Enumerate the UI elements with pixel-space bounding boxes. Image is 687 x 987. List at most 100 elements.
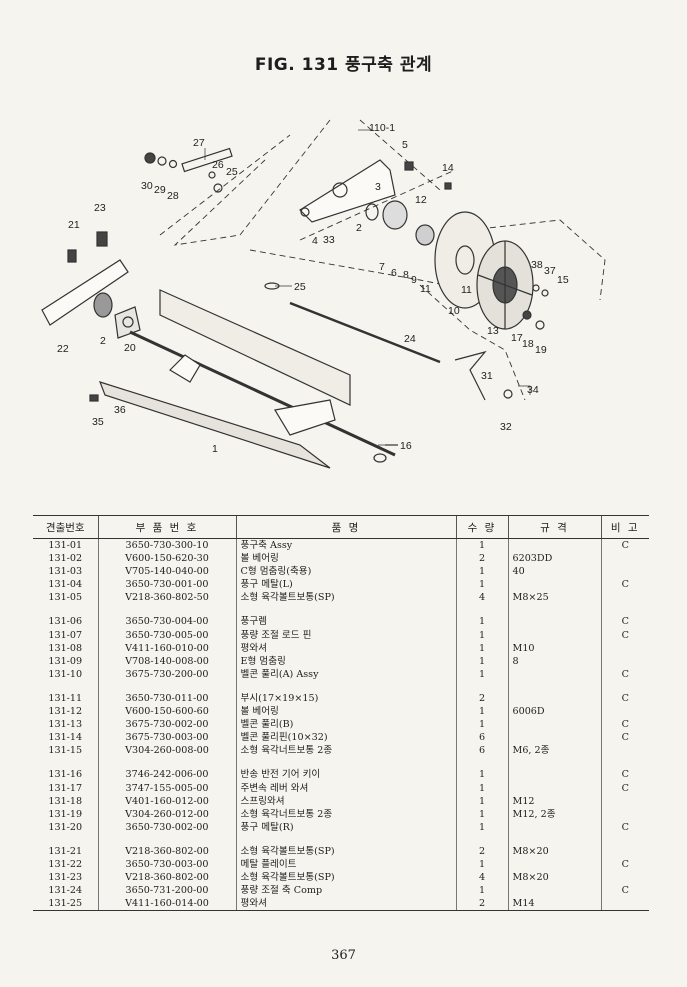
row-part-name: 평와셔 bbox=[235, 641, 456, 655]
row-index-no: 131-15 bbox=[48, 745, 83, 757]
svg-text:2: 2 bbox=[100, 335, 106, 347]
row-part-no: V218-360-802-00 bbox=[97, 871, 236, 885]
row-part-name: 풍구 메탈(L) bbox=[235, 578, 456, 592]
row-note bbox=[600, 897, 649, 912]
row-part-name: E형 멈춤링 bbox=[235, 654, 456, 668]
row-index-no: 131-24 bbox=[48, 885, 83, 897]
table-header-row: 견출번호 부 품 번 호 품 명 수 량 규 격 비 고 bbox=[33, 515, 649, 539]
row-part-name: 풍구렘 bbox=[235, 615, 456, 629]
row-part-no: 3650-730-002-00 bbox=[97, 820, 236, 834]
row-note: C bbox=[600, 820, 649, 834]
svg-text:9: 9 bbox=[411, 274, 417, 286]
row-part-name: C형 멈춤링(축용) bbox=[235, 565, 456, 579]
row-spec bbox=[507, 578, 601, 592]
row-index-no: 131-02 bbox=[48, 553, 83, 565]
svg-text:1: 1 bbox=[212, 443, 218, 455]
row-part-no: V218-360-802-50 bbox=[97, 591, 236, 605]
row-note bbox=[600, 807, 649, 821]
row-part-no: 3746-242-006-00 bbox=[97, 768, 236, 782]
row-spec bbox=[507, 615, 601, 629]
row-part-no: V705-140-040-00 bbox=[97, 565, 236, 579]
svg-text:33: 33 bbox=[323, 234, 335, 246]
svg-text:4: 4 bbox=[312, 235, 318, 247]
svg-text:27: 27 bbox=[193, 137, 205, 149]
row-quantity: 1 bbox=[455, 615, 508, 629]
row-part-no: V600-150-620-30 bbox=[97, 552, 236, 566]
row-spec: M8×20 bbox=[507, 844, 601, 858]
callout-numbers: 110-1 27 26 25 30 29 28 5 14 3 12 23 21 … bbox=[57, 122, 569, 455]
row-part-name: 소형 육각볼트보통(SP) bbox=[235, 591, 456, 605]
row-index-no: 131-25 bbox=[33, 897, 98, 912]
row-part-name: 소형 육각볼트보통(SP) bbox=[235, 844, 456, 858]
row-part-name: 평와셔 bbox=[235, 897, 456, 912]
row-note bbox=[600, 641, 649, 655]
row-quantity: 1 bbox=[455, 654, 508, 668]
svg-text:12: 12 bbox=[415, 194, 427, 206]
row-index-no: 131-09 bbox=[48, 655, 83, 667]
row-note bbox=[600, 744, 649, 758]
row-index-no: 131-19 bbox=[48, 808, 83, 820]
row-part-name: 메탈 플레이트 bbox=[235, 857, 456, 872]
row-note: C bbox=[600, 718, 649, 732]
row-quantity: 6 bbox=[455, 731, 508, 745]
parts-list-table: 견출번호 부 품 번 호 품 명 수 량 규 격 비 고 131-01 3650-… bbox=[33, 515, 649, 912]
main-fan-shaft bbox=[129, 330, 396, 457]
row-quantity: 1 bbox=[455, 884, 508, 898]
left-frame-plate bbox=[41, 259, 129, 326]
row-part-no: 3650-730-011-00 bbox=[97, 691, 236, 706]
row-part-no: V218-360-802-00 bbox=[97, 844, 236, 858]
row-spec: M8×25 bbox=[507, 591, 601, 605]
svg-text:31: 31 bbox=[481, 370, 493, 382]
row-index-no: 131-10 bbox=[48, 668, 83, 680]
row-index-no: 131-03 bbox=[48, 566, 83, 578]
row-spec: M14 bbox=[507, 897, 601, 912]
row-part-no: V411-160-014-00 bbox=[97, 897, 236, 912]
svg-text:7: 7 bbox=[379, 261, 385, 273]
svg-text:25: 25 bbox=[226, 166, 238, 178]
exploded-parts-diagram: 110-1 27 26 25 30 29 28 5 14 3 12 23 21 … bbox=[41, 119, 606, 469]
row-spec: 8 bbox=[507, 654, 601, 668]
svg-text:32: 32 bbox=[500, 421, 512, 433]
row-quantity: 2 bbox=[455, 844, 508, 858]
row-part-no: V401-160-012-00 bbox=[97, 794, 236, 808]
row-note: C bbox=[600, 781, 649, 795]
row-note: C bbox=[600, 768, 649, 782]
row-spec bbox=[507, 731, 601, 745]
row-part-name: 주변속 레버 와셔 bbox=[235, 781, 456, 795]
row-spec: 6006D bbox=[507, 705, 601, 719]
row-note bbox=[600, 565, 649, 579]
row-index-no: 131-13 bbox=[48, 719, 83, 731]
row-part-no: V708-140-008-00 bbox=[97, 654, 236, 668]
row-spec bbox=[507, 628, 601, 642]
row-note bbox=[600, 794, 649, 808]
row-index-no: 131-01 bbox=[48, 540, 83, 551]
row-spec bbox=[507, 820, 601, 834]
row-index-no: 131-05 bbox=[48, 592, 83, 604]
svg-text:8: 8 bbox=[403, 269, 409, 281]
svg-text:34: 34 bbox=[527, 384, 539, 396]
svg-text:16: 16 bbox=[400, 440, 412, 452]
svg-text:36: 36 bbox=[114, 404, 126, 416]
fan-blade-upper bbox=[159, 289, 351, 406]
row-spec bbox=[507, 718, 601, 732]
row-part-no: V411-160-010-00 bbox=[97, 641, 236, 655]
row-part-no: V304-260-012-00 bbox=[97, 807, 236, 821]
row-part-no: 3675-730-003-00 bbox=[97, 731, 236, 745]
row-note: C bbox=[600, 731, 649, 745]
svg-text:11: 11 bbox=[461, 284, 472, 296]
row-index-no: 131-18 bbox=[48, 795, 83, 807]
row-spec bbox=[507, 884, 601, 898]
row-index-no: 131-22 bbox=[48, 858, 83, 870]
row-spec bbox=[507, 538, 601, 553]
